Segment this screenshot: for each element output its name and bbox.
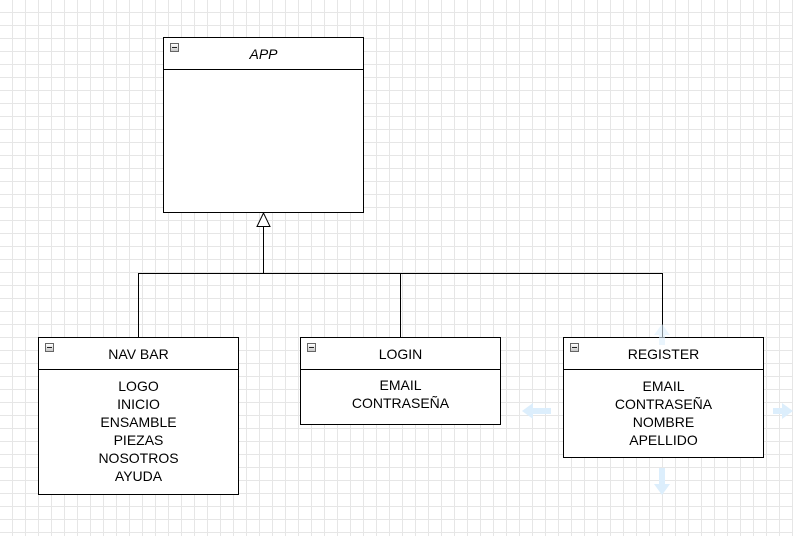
collapse-icon[interactable] [570,343,579,352]
collapse-icon[interactable] [307,343,316,352]
register-item-email: EMAIL [642,378,685,394]
register-item-apellido: APELLIDO [629,432,698,448]
navbar-class-body: LOGO INICIO ENSAMBLE PIEZAS NOSOTROS AYU… [39,370,238,485]
register-item-nombre: NOMBRE [632,414,695,430]
navbar-class-header: NAV BAR [39,338,238,370]
register-class-header: REGISTER [564,338,763,370]
login-class-box[interactable]: LOGIN EMAIL CONTRASEÑA [300,337,501,425]
app-class-header: APP [164,38,363,70]
register-item-contrasena: CONTRASEÑA [614,396,713,412]
login-item-contrasena: CONTRASEÑA [351,395,450,411]
inheritance-arrow-icon [256,211,271,227]
collapse-icon[interactable] [45,343,54,352]
connector-navbar [138,273,264,337]
arrow-down-icon[interactable] [654,468,670,495]
arrow-up-icon[interactable] [654,324,670,345]
navbar-item-ensamble: ENSAMBLE [100,414,177,430]
arrow-left-icon[interactable] [522,403,551,419]
register-class-box[interactable]: REGISTER EMAIL CONTRASEÑA NOMBRE APELLID… [563,337,764,458]
navbar-item-ayuda: AYUDA [114,468,163,484]
app-class-title: APP [249,45,278,62]
app-class-box[interactable]: APP [163,37,364,213]
arrow-right-icon[interactable] [773,403,793,419]
login-item-email: EMAIL [379,377,422,393]
navbar-item-piezas: PIEZAS [113,432,164,448]
navbar-item-nosotros: NOSOTROS [98,450,179,466]
login-class-body: EMAIL CONTRASEÑA [301,370,500,412]
navbar-item-logo: LOGO [118,378,159,394]
navbar-item-inicio: INICIO [117,396,160,412]
login-class-header: LOGIN [301,338,500,370]
register-class-body: EMAIL CONTRASEÑA NOMBRE APELLIDO [564,370,763,449]
navbar-class-title: NAV BAR [108,345,169,362]
login-class-title: LOGIN [378,345,423,362]
connector-register [263,273,663,337]
navbar-class-box[interactable]: NAV BAR LOGO INICIO ENSAMBLE PIEZAS NOSO… [38,337,239,495]
register-class-title: REGISTER [627,345,700,362]
collapse-icon[interactable] [170,43,179,52]
